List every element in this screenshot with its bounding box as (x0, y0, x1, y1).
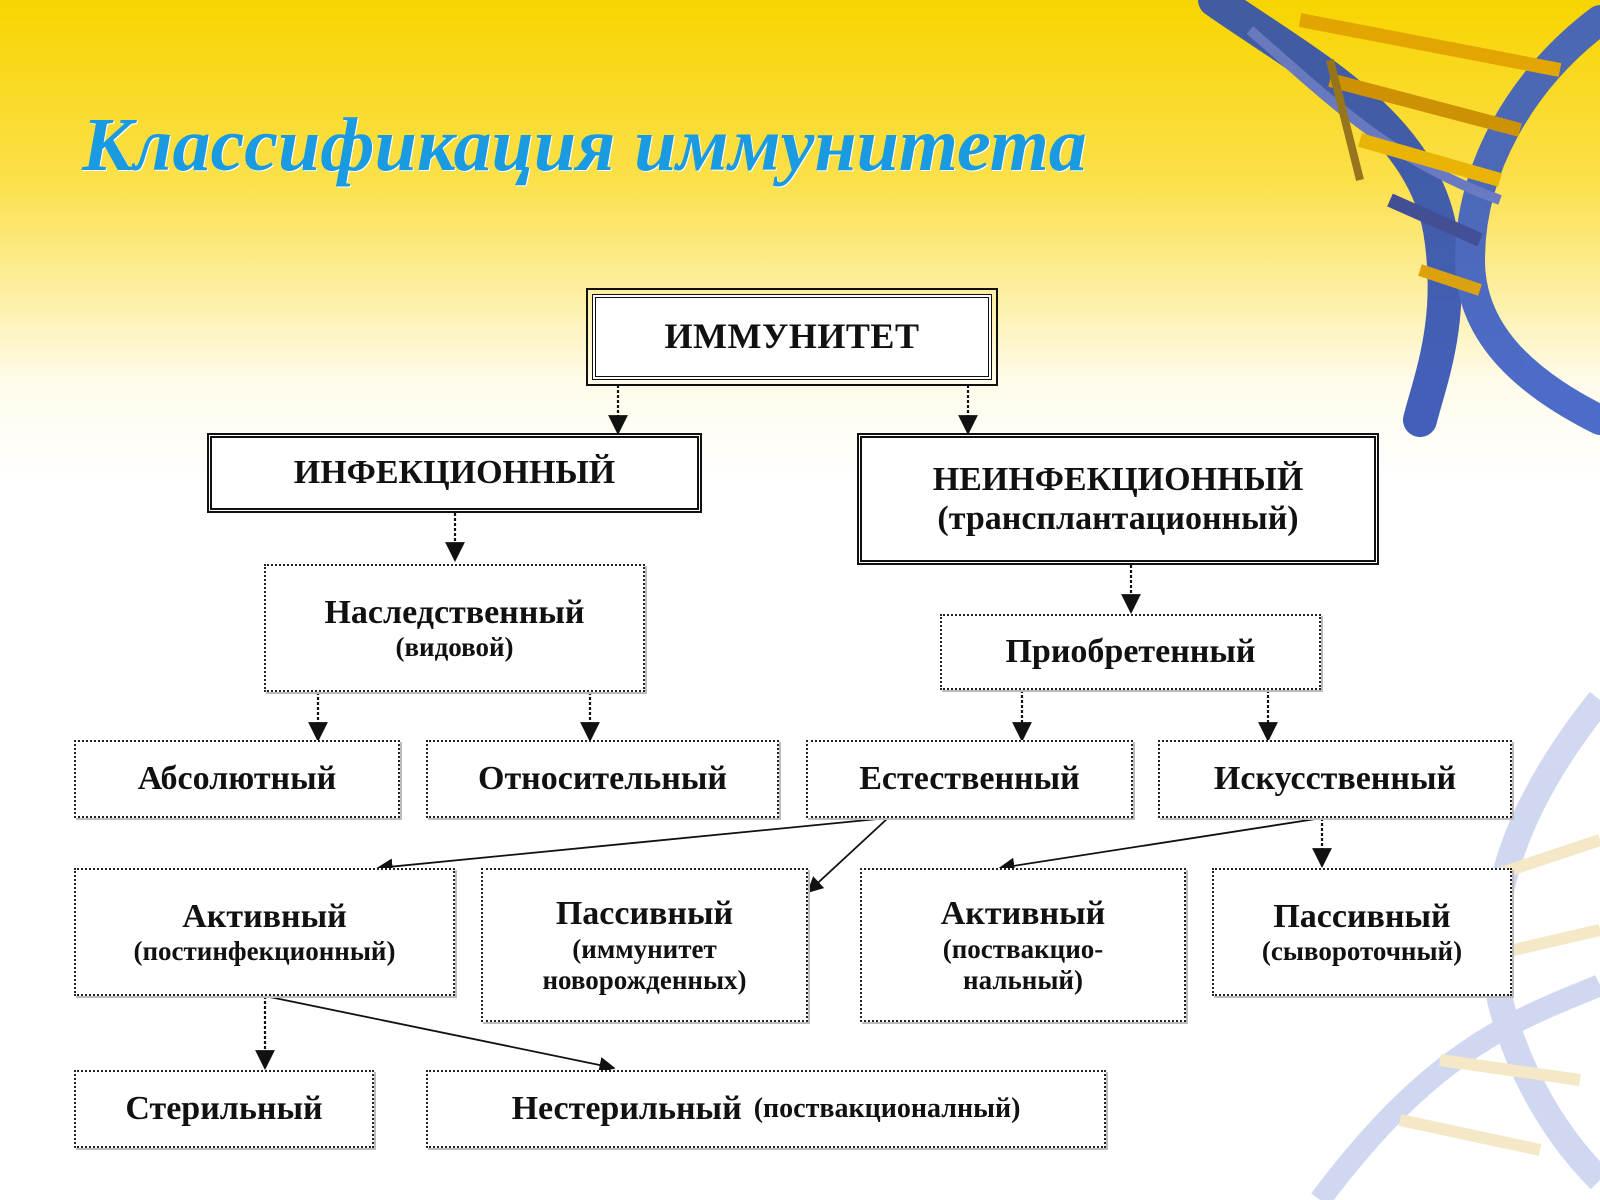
node-infectious: ИНФЕКЦИОННЫЙ (207, 433, 702, 513)
node-relative-label: Относительный (478, 760, 727, 798)
arrow-active-nonsterile (264, 995, 616, 1073)
node-absolute: Абсолютный (74, 740, 400, 818)
node-passive-serum: Пассивный (сывороточный) (1212, 868, 1512, 996)
node-nonsterile-sublabel: (поствакционалный) (753, 1092, 1021, 1124)
node-nonsterile: Нестерильный (поствакционалный) (426, 1070, 1106, 1148)
node-active-postvaccinal-sublabel-2: нальный) (963, 964, 1083, 995)
node-active-postvaccinal-sublabel-1: (поствакцио- (942, 933, 1104, 964)
node-immunity: ИММУНИТЕТ (586, 288, 998, 386)
node-active-postinfectious-sublabel: (постинфекционный) (133, 936, 396, 967)
node-active-postinfectious: Активный (постинфекционный) (74, 868, 455, 996)
node-noninfectious-label: НЕИНФЕКЦИОННЫЙ (932, 460, 1304, 498)
node-hereditary: Наследственный (видовой) (264, 564, 645, 692)
node-passive-newborn-sublabel-1: (иммунитет (572, 933, 717, 964)
arrow-artificial-active-vaccinal (998, 817, 1323, 874)
node-natural-label: Естественный (859, 760, 1080, 798)
node-active-postvaccinal: Активный (поствакцио- нальный) (860, 868, 1186, 1022)
node-hereditary-sublabel: (видовой) (395, 632, 514, 663)
node-noninfectious-sublabel: (трансплантационный) (937, 500, 1299, 537)
node-acquired-label: Приобретенный (1005, 633, 1256, 671)
arrow-natural-active (376, 817, 889, 875)
node-natural: Естественный (806, 740, 1133, 818)
node-artificial-label: Искусственный (1213, 760, 1457, 798)
node-sterile-label: Стерильный (125, 1090, 323, 1128)
arrow-natural-passive (806, 817, 889, 894)
node-absolute-label: Абсолютный (137, 760, 337, 798)
slide-title: Классификация иммунитета (82, 103, 1087, 187)
node-passive-newborn: Пассивный (иммунитет новорожденных) (481, 868, 808, 1022)
node-hereditary-label: Наследственный (324, 593, 585, 631)
node-infectious-label: ИНФЕКЦИОННЫЙ (293, 454, 616, 492)
node-active-postvaccinal-label: Активный (940, 895, 1106, 933)
node-acquired: Приобретенный (940, 614, 1321, 690)
node-immunity-label: ИММУНИТЕТ (664, 316, 920, 357)
node-passive-newborn-label: Пассивный (555, 895, 734, 933)
node-artificial: Искусственный (1158, 740, 1512, 818)
node-sterile: Стерильный (74, 1070, 374, 1148)
node-noninfectious: НЕИНФЕКЦИОННЫЙ (трансплантационный) (857, 433, 1379, 565)
node-active-postinfectious-label: Активный (182, 897, 347, 935)
node-passive-newborn-sublabel-2: новорожденных) (542, 964, 747, 995)
node-nonsterile-label: Нестерильный (511, 1090, 742, 1128)
node-passive-serum-sublabel: (сывороточный) (1261, 936, 1463, 967)
node-relative: Относительный (426, 740, 779, 818)
node-passive-serum-label: Пассивный (1273, 897, 1451, 935)
